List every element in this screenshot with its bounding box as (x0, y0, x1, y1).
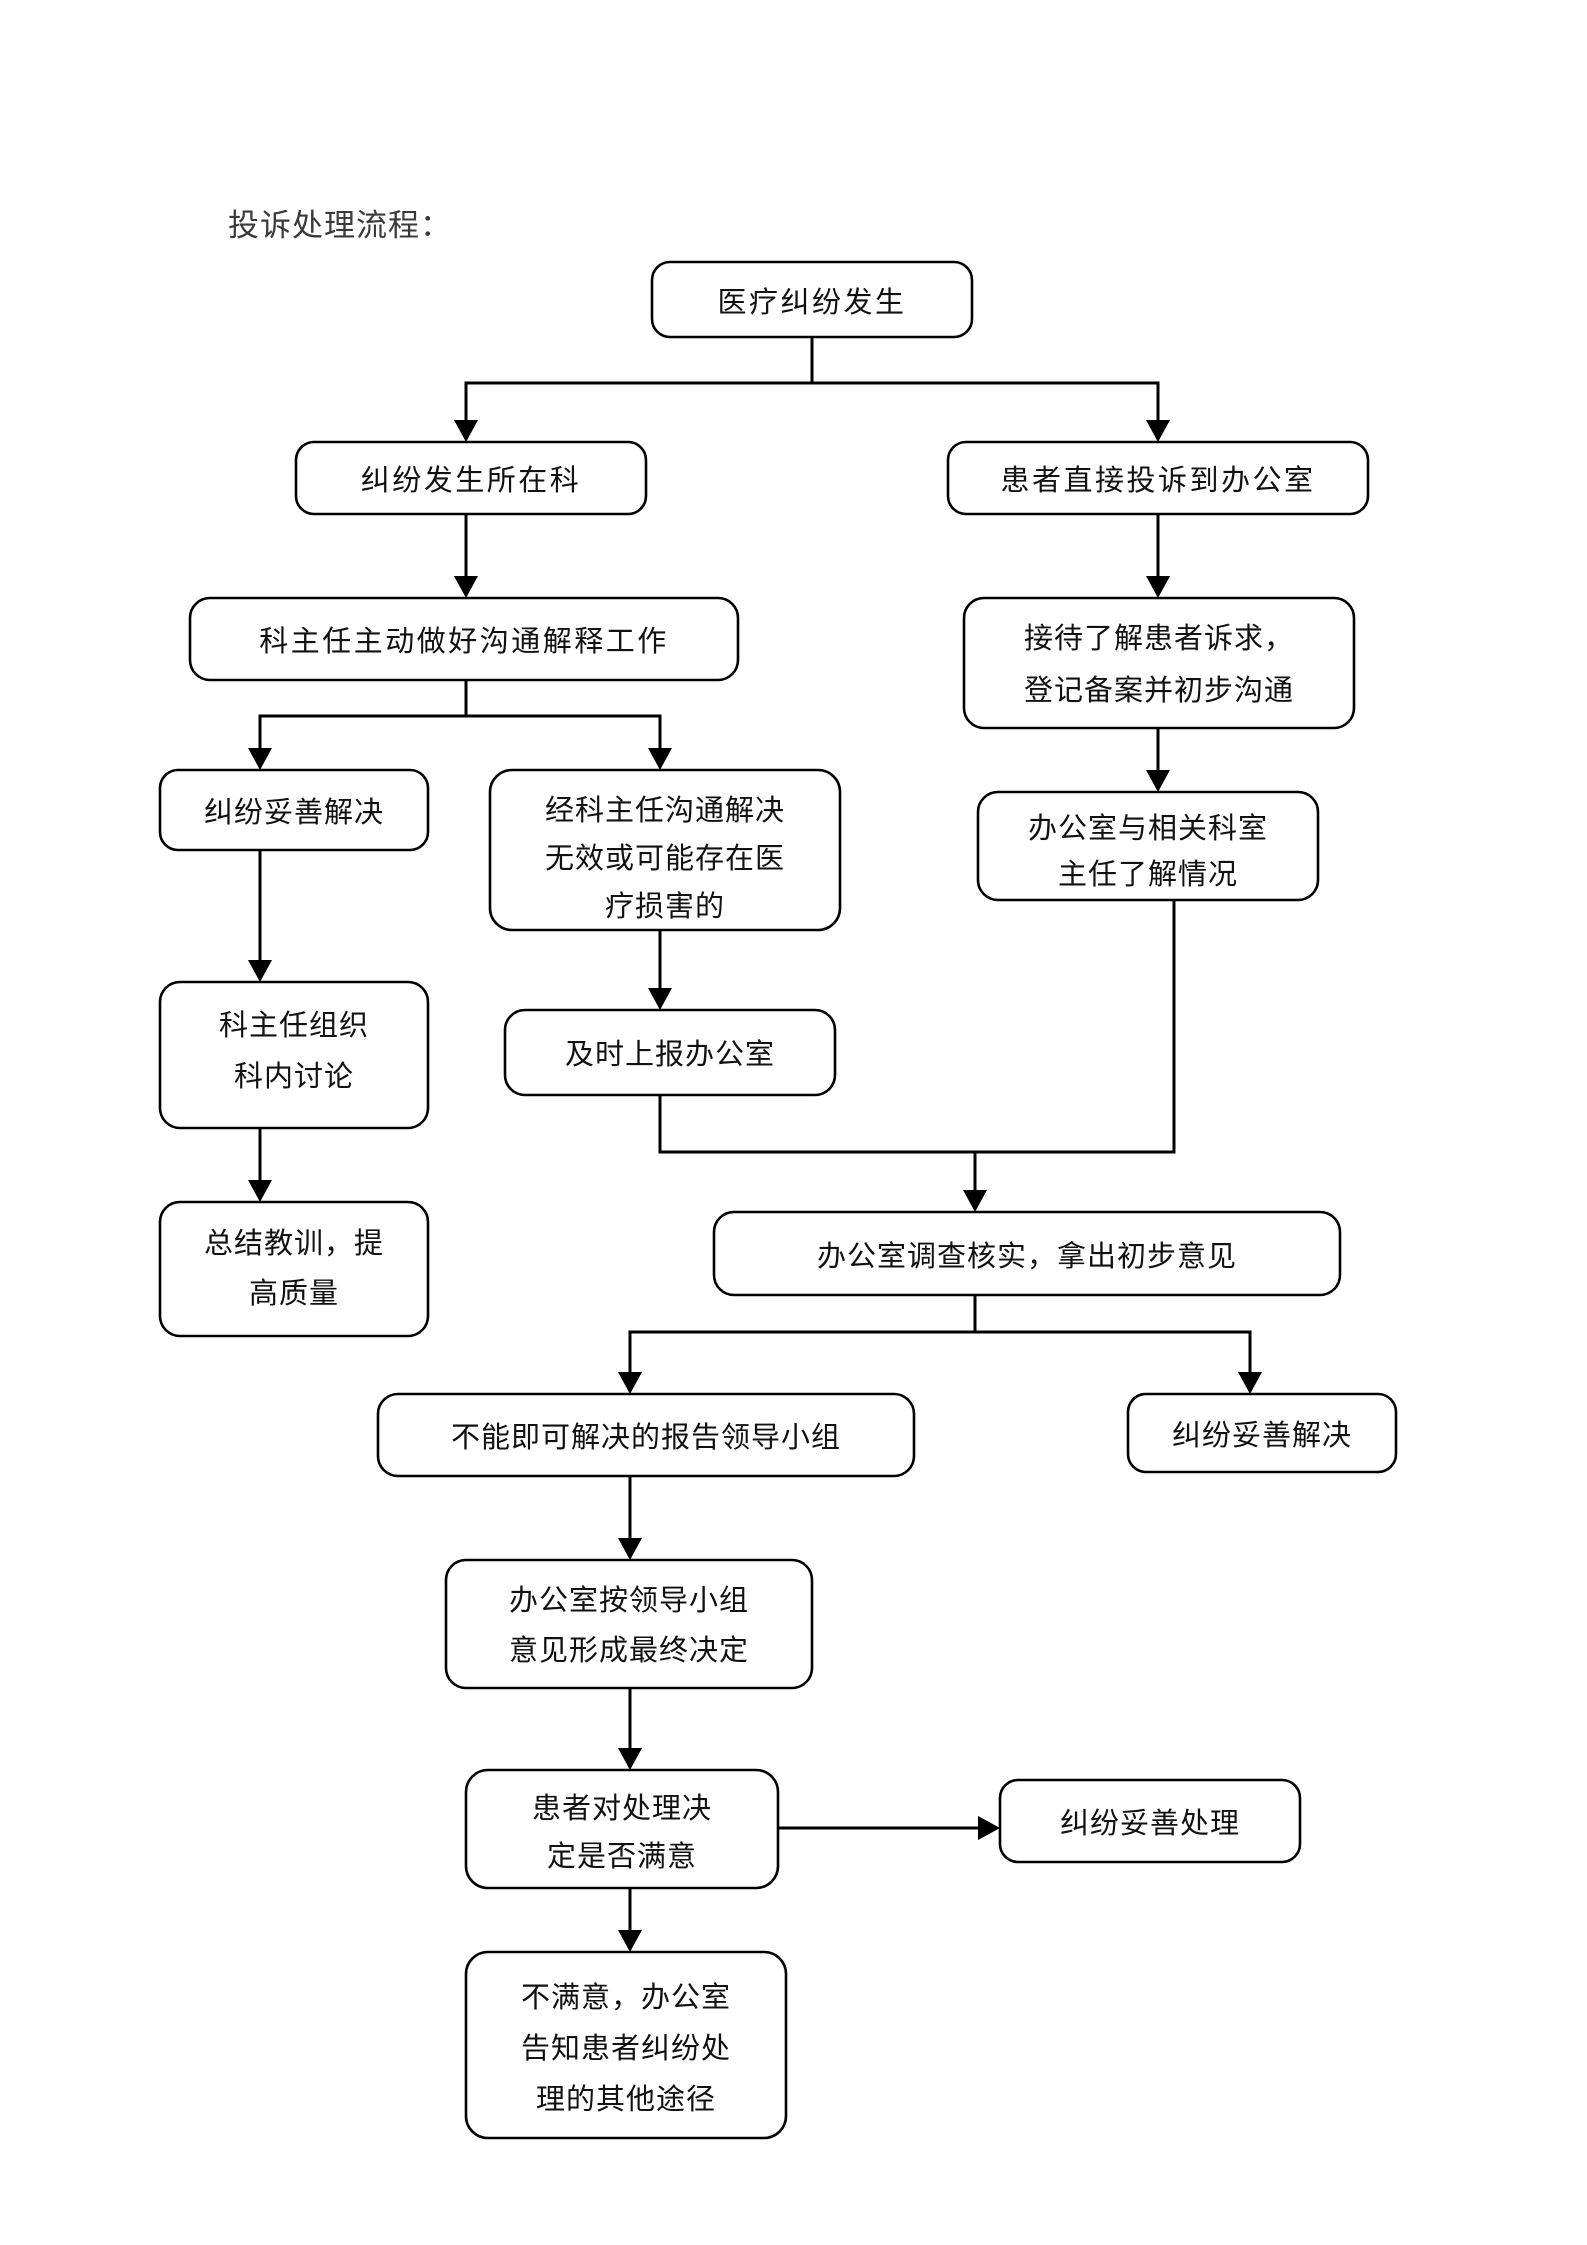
arrowhead-n9 (248, 960, 272, 982)
arrowhead-n3 (1146, 420, 1170, 442)
node-summarize-lessons[interactable]: 总结教训，提 高质量 (158, 1200, 430, 1338)
arrowhead-n18 (618, 1930, 642, 1952)
node-dispute-resolved-a[interactable]: 纠纷妥善解决 (158, 768, 430, 852)
arrowhead-n11 (248, 1180, 272, 1202)
node-shape[interactable] (962, 596, 1356, 730)
node-internal-discussion[interactable]: 科主任组织 科内讨论 (158, 980, 430, 1130)
node-label-line3: 疗损害的 (605, 889, 725, 923)
arrowhead-n6 (248, 748, 272, 770)
arrowhead-n12 (963, 1190, 987, 1212)
node-label-line1: 接待了解患者诉求， (1024, 621, 1294, 655)
node-label: 及时上报办公室 (565, 1037, 775, 1071)
node-label-line1: 经科主任沟通解决 (545, 793, 785, 827)
node-receive-and-register[interactable]: 接待了解患者诉求， 登记备案并初步沟通 (962, 596, 1356, 730)
node-shape[interactable] (158, 980, 430, 1130)
node-department-of-dispute[interactable]: 纠纷发生所在科 (294, 440, 648, 516)
node-label-line1: 患者对处理决 (532, 1791, 712, 1825)
node-label-line2: 无效或可能存在医 (545, 841, 785, 875)
node-medical-dispute-occurs[interactable]: 医疗纠纷发生 (650, 260, 974, 339)
node-office-and-department-head[interactable]: 办公室与相关科室 主任了解情况 (976, 790, 1320, 902)
node-label-line1: 不满意，办公室 (521, 1980, 731, 2014)
node-label-line1: 办公室按领导小组 (509, 1583, 749, 1617)
connectors (248, 335, 1262, 1952)
node-report-to-leadership[interactable]: 不能即可解决的报告领导小组 (376, 1392, 916, 1478)
node-shape[interactable] (488, 768, 842, 932)
arrowhead-n13 (618, 1372, 642, 1394)
arrowhead-n2 (454, 420, 478, 442)
node-label: 患者直接投诉到办公室 (1000, 463, 1315, 497)
arrowhead-n14 (1238, 1372, 1262, 1394)
node-label: 不能即可解决的报告领导小组 (451, 1420, 841, 1454)
node-label-line2: 高质量 (249, 1276, 339, 1310)
node-shape[interactable] (188, 596, 740, 682)
node-communication-ineffective[interactable]: 经科主任沟通解决 无效或可能存在医 疗损害的 (488, 768, 842, 932)
arrowhead-n10 (648, 988, 672, 1010)
node-label: 科主任主动做好沟通解释工作 (259, 624, 669, 658)
arrowhead-n8 (1146, 770, 1170, 792)
node-shape[interactable] (158, 768, 430, 852)
node-director-communication[interactable]: 科主任主动做好沟通解释工作 (188, 596, 740, 682)
node-shape[interactable] (376, 1392, 916, 1478)
node-shape[interactable] (444, 1558, 814, 1690)
node-shape[interactable] (464, 1768, 780, 1890)
node-report-to-office[interactable]: 及时上报办公室 (503, 1008, 837, 1097)
node-shape[interactable] (650, 260, 974, 339)
arrowhead-n16 (618, 1748, 642, 1770)
node-shape[interactable] (294, 440, 648, 516)
node-other-channels[interactable]: 不满意，办公室 告知患者纠纷处 理的其他途径 (464, 1950, 788, 2140)
node-shape[interactable] (712, 1210, 1342, 1297)
node-shape[interactable] (158, 1200, 430, 1338)
arrowhead-n4 (454, 576, 478, 598)
node-label-line1: 办公室与相关科室 (1028, 811, 1268, 845)
node-label: 纠纷发生所在科 (361, 463, 582, 497)
node-label-line1: 科主任组织 (219, 1008, 369, 1042)
node-label: 医疗纠纷发生 (717, 285, 906, 319)
node-patient-satisfied-decision[interactable]: 患者对处理决 定是否满意 (464, 1768, 780, 1890)
node-label-line2: 登记备案并初步沟通 (1024, 673, 1294, 707)
node-label-line2: 意见形成最终决定 (509, 1633, 749, 1667)
node-label-line1: 总结教训，提 (204, 1226, 384, 1260)
node-patient-complains-to-office[interactable]: 患者直接投诉到办公室 (946, 440, 1370, 516)
node-shape[interactable] (1126, 1392, 1398, 1474)
arrowhead-n7 (648, 748, 672, 770)
node-label-line2: 告知患者纠纷处 (521, 2031, 731, 2065)
node-office-investigation[interactable]: 办公室调查核实，拿出初步意见 (712, 1210, 1342, 1297)
node-label: 纠纷妥善解决 (204, 795, 384, 829)
node-dispute-handled[interactable]: 纠纷妥善处理 (998, 1778, 1302, 1864)
arrowhead-n15 (618, 1538, 642, 1560)
arrowhead-n5 (1146, 576, 1170, 598)
node-shape[interactable] (976, 790, 1320, 902)
node-final-decision[interactable]: 办公室按领导小组 意见形成最终决定 (444, 1558, 814, 1690)
page-title: 投诉处理流程： (228, 208, 452, 244)
node-label-line3: 理的其他途径 (536, 2082, 716, 2116)
node-label-line2: 主任了解情况 (1058, 857, 1238, 891)
node-label: 纠纷妥善解决 (1172, 1418, 1352, 1452)
node-dispute-resolved-b[interactable]: 纠纷妥善解决 (1126, 1392, 1398, 1474)
node-shape[interactable] (946, 440, 1370, 516)
node-shape[interactable] (464, 1950, 788, 2140)
node-label: 纠纷妥善处理 (1060, 1806, 1240, 1840)
node-label: 办公室调查核实，拿出初步意见 (817, 1239, 1237, 1273)
node-label-line2: 定是否满意 (547, 1839, 697, 1873)
node-label-line2: 科内讨论 (234, 1059, 354, 1093)
node-shape[interactable] (998, 1778, 1302, 1864)
node-shape[interactable] (503, 1008, 837, 1097)
arrowhead-n17 (978, 1816, 1000, 1840)
